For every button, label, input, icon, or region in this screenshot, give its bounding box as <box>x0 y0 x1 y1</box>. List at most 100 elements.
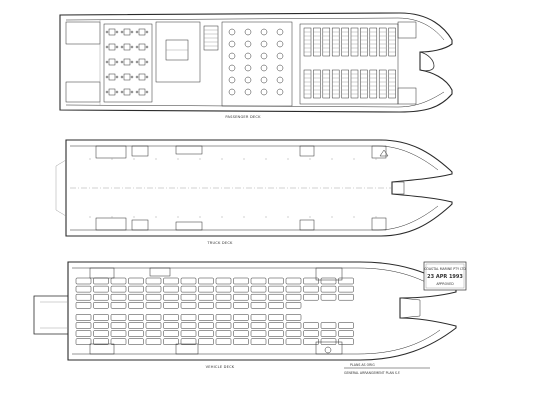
vehicle-slot <box>110 285 127 293</box>
vehicle-slot <box>110 338 127 345</box>
vehicle-slot <box>233 314 249 321</box>
dining-table <box>228 76 236 84</box>
vehicle-slot <box>285 285 302 293</box>
vehicle-slot <box>285 322 302 329</box>
seat-row <box>331 69 340 99</box>
vehicle-stern-ramp <box>33 295 68 335</box>
vehicle-slot <box>163 277 179 285</box>
seat-row <box>360 69 368 99</box>
bridge-room <box>397 21 417 39</box>
vehicle-slot <box>128 330 144 337</box>
vehicle-slot <box>338 338 354 345</box>
vehicle-slot <box>110 314 127 321</box>
vehicle-slot <box>145 277 162 285</box>
vehicle-slot <box>198 330 214 337</box>
vehicle-slot <box>93 302 109 309</box>
vehicle-slot <box>320 277 337 285</box>
passenger-inner-wall <box>65 17 445 108</box>
lounge-table <box>123 88 131 96</box>
truck-side-rooms-bottom <box>95 217 387 231</box>
vehicle-slot <box>233 277 249 285</box>
vehicle-slot <box>145 293 162 301</box>
vehicle-slot <box>128 338 144 345</box>
dining-table <box>276 64 284 72</box>
vehicle-slot <box>163 330 179 337</box>
dining-table <box>228 88 236 96</box>
vehicle-slot <box>215 322 232 329</box>
vehicle-slot <box>198 277 214 285</box>
stamp-line-1: COASTAL MARINE PTY LTD <box>424 267 466 271</box>
lounge-table <box>108 88 116 96</box>
vehicle-slot <box>198 302 214 309</box>
vehicle-slot <box>180 338 197 345</box>
stamp-line-3: APPROVED <box>436 282 454 286</box>
vehicle-parking-grid <box>75 277 354 345</box>
seat-row <box>350 27 359 57</box>
vehicle-slot <box>250 314 267 321</box>
seat-row <box>369 27 378 57</box>
lounge-table <box>138 58 146 66</box>
vehicle-slot <box>93 285 109 293</box>
vehicle-slot <box>268 338 284 345</box>
vehicle-slot <box>250 293 267 301</box>
vehicle-slot <box>320 285 337 293</box>
vehicle-slot <box>215 285 232 293</box>
vehicle-slot <box>320 338 337 345</box>
vehicle-slot <box>145 285 162 293</box>
vehicle-slot <box>198 338 214 345</box>
vehicle-slot <box>250 285 267 293</box>
title-block-line-1: PLANS AS ORIG <box>350 363 375 367</box>
vehicle-slot <box>215 302 232 309</box>
dining-table <box>260 52 268 60</box>
vehicle-slot <box>75 302 92 309</box>
truck-side-rooms-top <box>95 145 389 159</box>
vehicle-slot <box>145 322 162 329</box>
vehicle-slot <box>128 285 144 293</box>
vehicle-slot <box>338 330 354 337</box>
vehicle-slot <box>215 314 232 321</box>
vehicle-slot <box>303 277 319 285</box>
seat-row <box>350 69 359 99</box>
title-block-line-2: GENERAL ARRANGEMENT PLAN S.F. <box>344 371 400 375</box>
vehicle-slot <box>145 330 162 337</box>
vehicle-slot <box>285 302 302 309</box>
seat-row <box>322 27 331 57</box>
lounge-table <box>138 28 146 36</box>
lounge-table <box>108 43 116 51</box>
dining-table <box>244 28 252 36</box>
vehicle-slot <box>128 293 144 301</box>
lounge-table <box>138 88 146 96</box>
approval-stamp: COASTAL MARINE PTY LTD 23 APR 1993 APPRO… <box>423 261 467 291</box>
passenger-bow-tunnel <box>419 51 435 72</box>
vehicle-slot <box>110 277 127 285</box>
vehicle-slot <box>110 330 127 337</box>
seat-row <box>313 69 321 99</box>
vehicle-slot <box>268 277 284 285</box>
vehicle-slot <box>233 338 249 345</box>
seat-row <box>303 69 312 99</box>
bar-area <box>155 21 201 83</box>
vehicle-slot <box>303 322 319 329</box>
vehicle-slot <box>268 302 284 309</box>
truck-stern-ramp <box>391 181 405 195</box>
vehicle-slot <box>163 293 179 301</box>
dining-table <box>244 88 252 96</box>
dining-table <box>276 28 284 36</box>
vehicle-slot <box>285 338 302 345</box>
vehicle-slot <box>75 293 92 301</box>
vehicle-slot <box>285 293 302 301</box>
seat-row <box>341 69 349 99</box>
vehicle-slot <box>128 277 144 285</box>
vehicle-slot <box>93 314 109 321</box>
vehicle-slot <box>163 338 179 345</box>
seat-row <box>341 27 349 57</box>
central-dining <box>221 21 293 107</box>
fwd-room <box>397 87 417 105</box>
vehicle-slot <box>233 330 249 337</box>
vehicle-slot <box>163 314 179 321</box>
stamp-line-2: 23 APR 1993 <box>427 274 463 280</box>
vehicle-slot <box>233 293 249 301</box>
dining-table <box>260 88 268 96</box>
